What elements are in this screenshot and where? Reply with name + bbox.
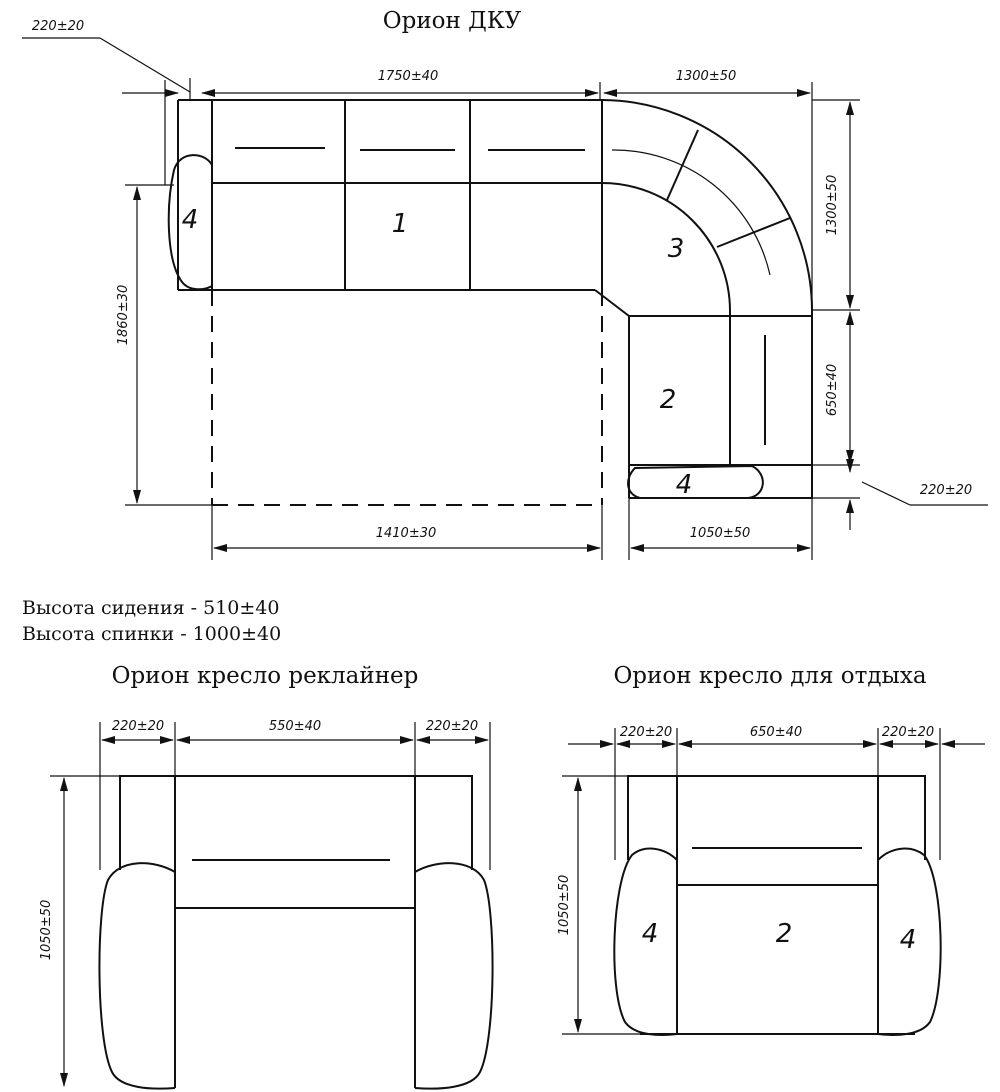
dim-bottom-inner: 1410±30 [376,526,437,541]
lounge-dim-depth: 1050±50 [557,875,572,936]
lounge-chair-drawing: Орион кресло для отдыха 4 2 4 [557,663,985,1036]
corner-sofa-drawing: Орион ДКУ 220±20 [22,8,988,560]
lounge-dim-seat: 650±40 [750,725,802,740]
module-label-corner: 3 [668,234,685,264]
recliner-dim-seat: 550±40 [269,719,321,734]
recliner-dim-arm-left: 220±20 [112,719,164,734]
corner-sofa-title: Орион ДКУ [383,8,522,34]
recliner-dim-arm-right: 220±20 [426,719,478,734]
lounge-chair-title: Орион кресло для отдыха [613,663,926,689]
lounge-chair-body [613,775,942,1036]
recliner-dim-depth: 1050±50 [39,900,54,961]
lounge-dim-arm-left: 220±20 [620,725,672,740]
recliner-dimensions: 220±20 550±40 220±20 1050±50 [39,719,491,1087]
lounge-label-seat: 2 [776,919,793,949]
dimension-lines [122,89,988,552]
seat-height-note: Высота сидения - 510±40 [22,597,279,619]
lounge-left-arm [613,847,678,1036]
lounge-right-arm [877,847,942,1036]
dim-armrest-left: 220±20 [32,19,84,34]
module-label-armrest-left: 4 [182,205,199,235]
sofa-body [167,99,813,499]
recliner-title: Орион кресло реклайнер [112,663,419,689]
back-height-note: Высота спинки - 1000±40 [22,623,281,645]
module-label-end: 2 [660,385,677,415]
armrest-left-leader: 220±20 [22,19,191,93]
lounge-label-arm-right: 4 [900,925,917,955]
dim-corner-width: 1300±50 [676,69,737,84]
recliner-left-arm [98,862,176,1090]
lounge-chair-dimensions: 220±20 650±40 220±20 1050±50 [557,725,985,1035]
lounge-label-arm-left: 4 [642,919,659,949]
footprint-dashed [211,290,603,506]
extension-lines [125,78,860,560]
module-label-armrest-bottom: 4 [676,470,693,500]
bottom-armrest-shape [627,464,764,499]
dim-left-depth: 1860±30 [116,285,131,346]
dim-right-section: 650±40 [825,364,840,416]
dim-corner-depth: 1300±50 [825,175,840,236]
dim-top-length: 1750±40 [378,69,439,84]
dim-bottom-right: 1050±50 [690,526,751,541]
dim-armrest-right: 220±20 [920,483,972,498]
recliner-body [98,775,494,1090]
lounge-dim-arm-right: 220±20 [882,725,934,740]
module-label-straight: 1 [392,209,409,239]
recliner-drawing: Орион кресло реклайнер 220±20 550±40 220… [39,663,494,1090]
recliner-right-arm [414,862,494,1090]
left-armrest-shape [167,154,213,291]
